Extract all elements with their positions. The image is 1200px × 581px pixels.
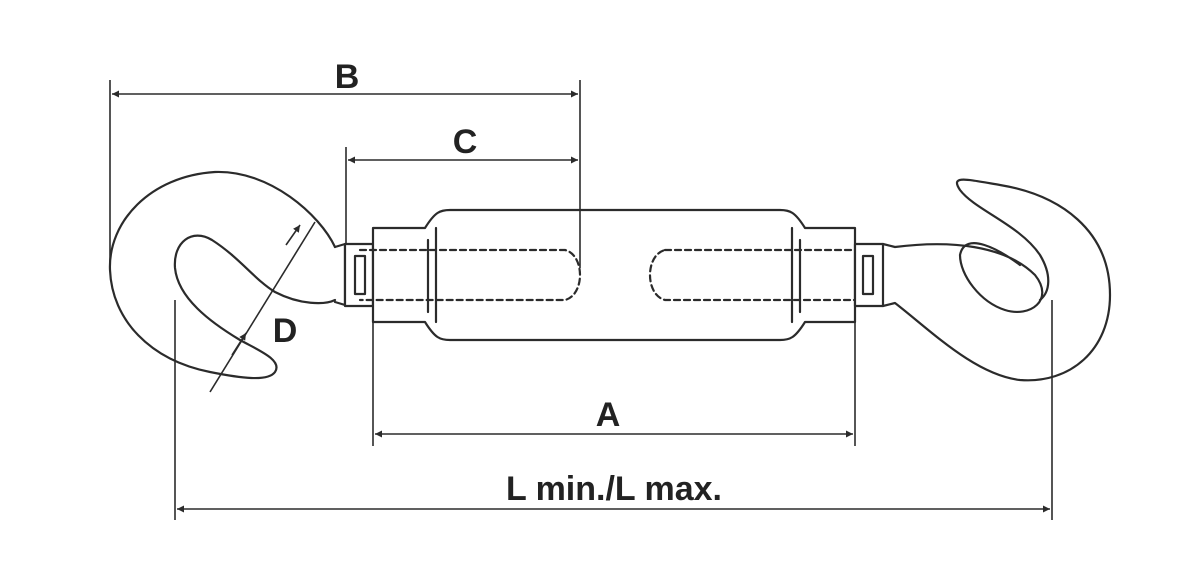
- left-collar: [343, 242, 375, 308]
- dimension-a: [372, 322, 856, 446]
- label-c: C: [453, 123, 478, 161]
- dimension-c: [345, 147, 578, 244]
- left-hook: [108, 170, 347, 380]
- right-hook: [881, 178, 1112, 382]
- label-b: B: [335, 58, 360, 96]
- label-d: D: [273, 312, 298, 350]
- dimension-l: [174, 300, 1053, 520]
- label-a: A: [596, 396, 621, 434]
- turnbuckle-body: [371, 208, 857, 342]
- dimension-b: [109, 80, 581, 268]
- right-collar: [853, 242, 885, 308]
- label-l: L min./L max.: [506, 470, 722, 508]
- dimension-d: [209, 221, 316, 393]
- hidden-threads: [358, 248, 872, 302]
